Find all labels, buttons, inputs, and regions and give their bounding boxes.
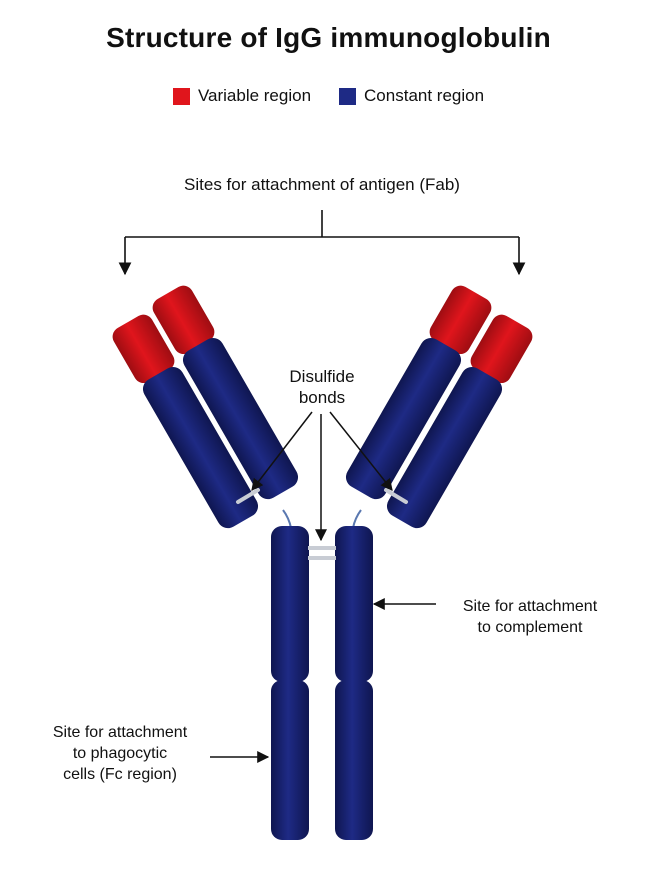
- right-heavy-chain-fab: [345, 285, 492, 500]
- left-heavy-variable-domain: [152, 285, 215, 355]
- legend-label-constant: Constant region: [364, 86, 485, 105]
- right-light-chain: [386, 314, 533, 529]
- left-fc-lower-domain: [271, 680, 309, 840]
- disulfide-label: Disulfide bonds: [262, 366, 382, 408]
- disulfide-arrows: [251, 411, 393, 542]
- fc-label-line1: Site for attachment: [52, 724, 188, 741]
- right-heavy-variable-domain: [429, 285, 492, 355]
- fab-label: Sites for attachment of antigen (Fab): [184, 175, 460, 194]
- disulfide-label-line2: bonds: [298, 388, 346, 407]
- hinge-bond-lower: [308, 556, 336, 560]
- right-heavy-chain-fc: [335, 526, 373, 840]
- left-light-constant-domain: [142, 366, 259, 529]
- complement-label-line1: Site for attachment: [462, 598, 598, 615]
- complement-label: Site for attachment to complement: [440, 596, 620, 638]
- left-fc-upper-domain: [271, 526, 309, 682]
- fc-label-line2: to phagocytic: [72, 745, 168, 762]
- hinge-bond-upper: [308, 546, 336, 550]
- right-light-variable-domain: [470, 314, 533, 384]
- fc-label-line3: cells (Fc region): [63, 766, 177, 783]
- left-light-variable-domain: [112, 314, 175, 384]
- legend-label-variable: Variable region: [197, 86, 312, 105]
- complement-label-line2: to complement: [477, 619, 583, 636]
- legend-swatch-variable: [172, 87, 190, 105]
- legend-item-variable: Variable region: [172, 86, 312, 106]
- hinge-links: [282, 509, 362, 529]
- left-heavy-chain-fab: [152, 285, 299, 500]
- right-light-constant-domain: [386, 366, 503, 529]
- legend-item-constant: Constant region: [339, 86, 484, 106]
- left-light-chain: [112, 314, 259, 529]
- disulfide-label-line1: Disulfide: [289, 367, 355, 386]
- legend: Variable region Constant region: [0, 86, 657, 106]
- right-fc-lower-domain: [335, 680, 373, 840]
- hinge-disulfide-bonds: [308, 546, 336, 560]
- right-fc-upper-domain: [335, 526, 373, 682]
- fab-bracket: [118, 210, 526, 276]
- diagram-title: Structure of IgG immunoglobulin: [106, 22, 551, 53]
- legend-swatch-constant: [339, 87, 357, 105]
- fab-disulfide-bonds: [236, 488, 408, 504]
- left-heavy-constant-domain: [182, 337, 299, 500]
- left-heavy-chain-fc: [271, 526, 309, 840]
- fc-label: Site for attachment to phagocytic cells …: [30, 722, 210, 785]
- right-heavy-constant-domain: [345, 337, 462, 500]
